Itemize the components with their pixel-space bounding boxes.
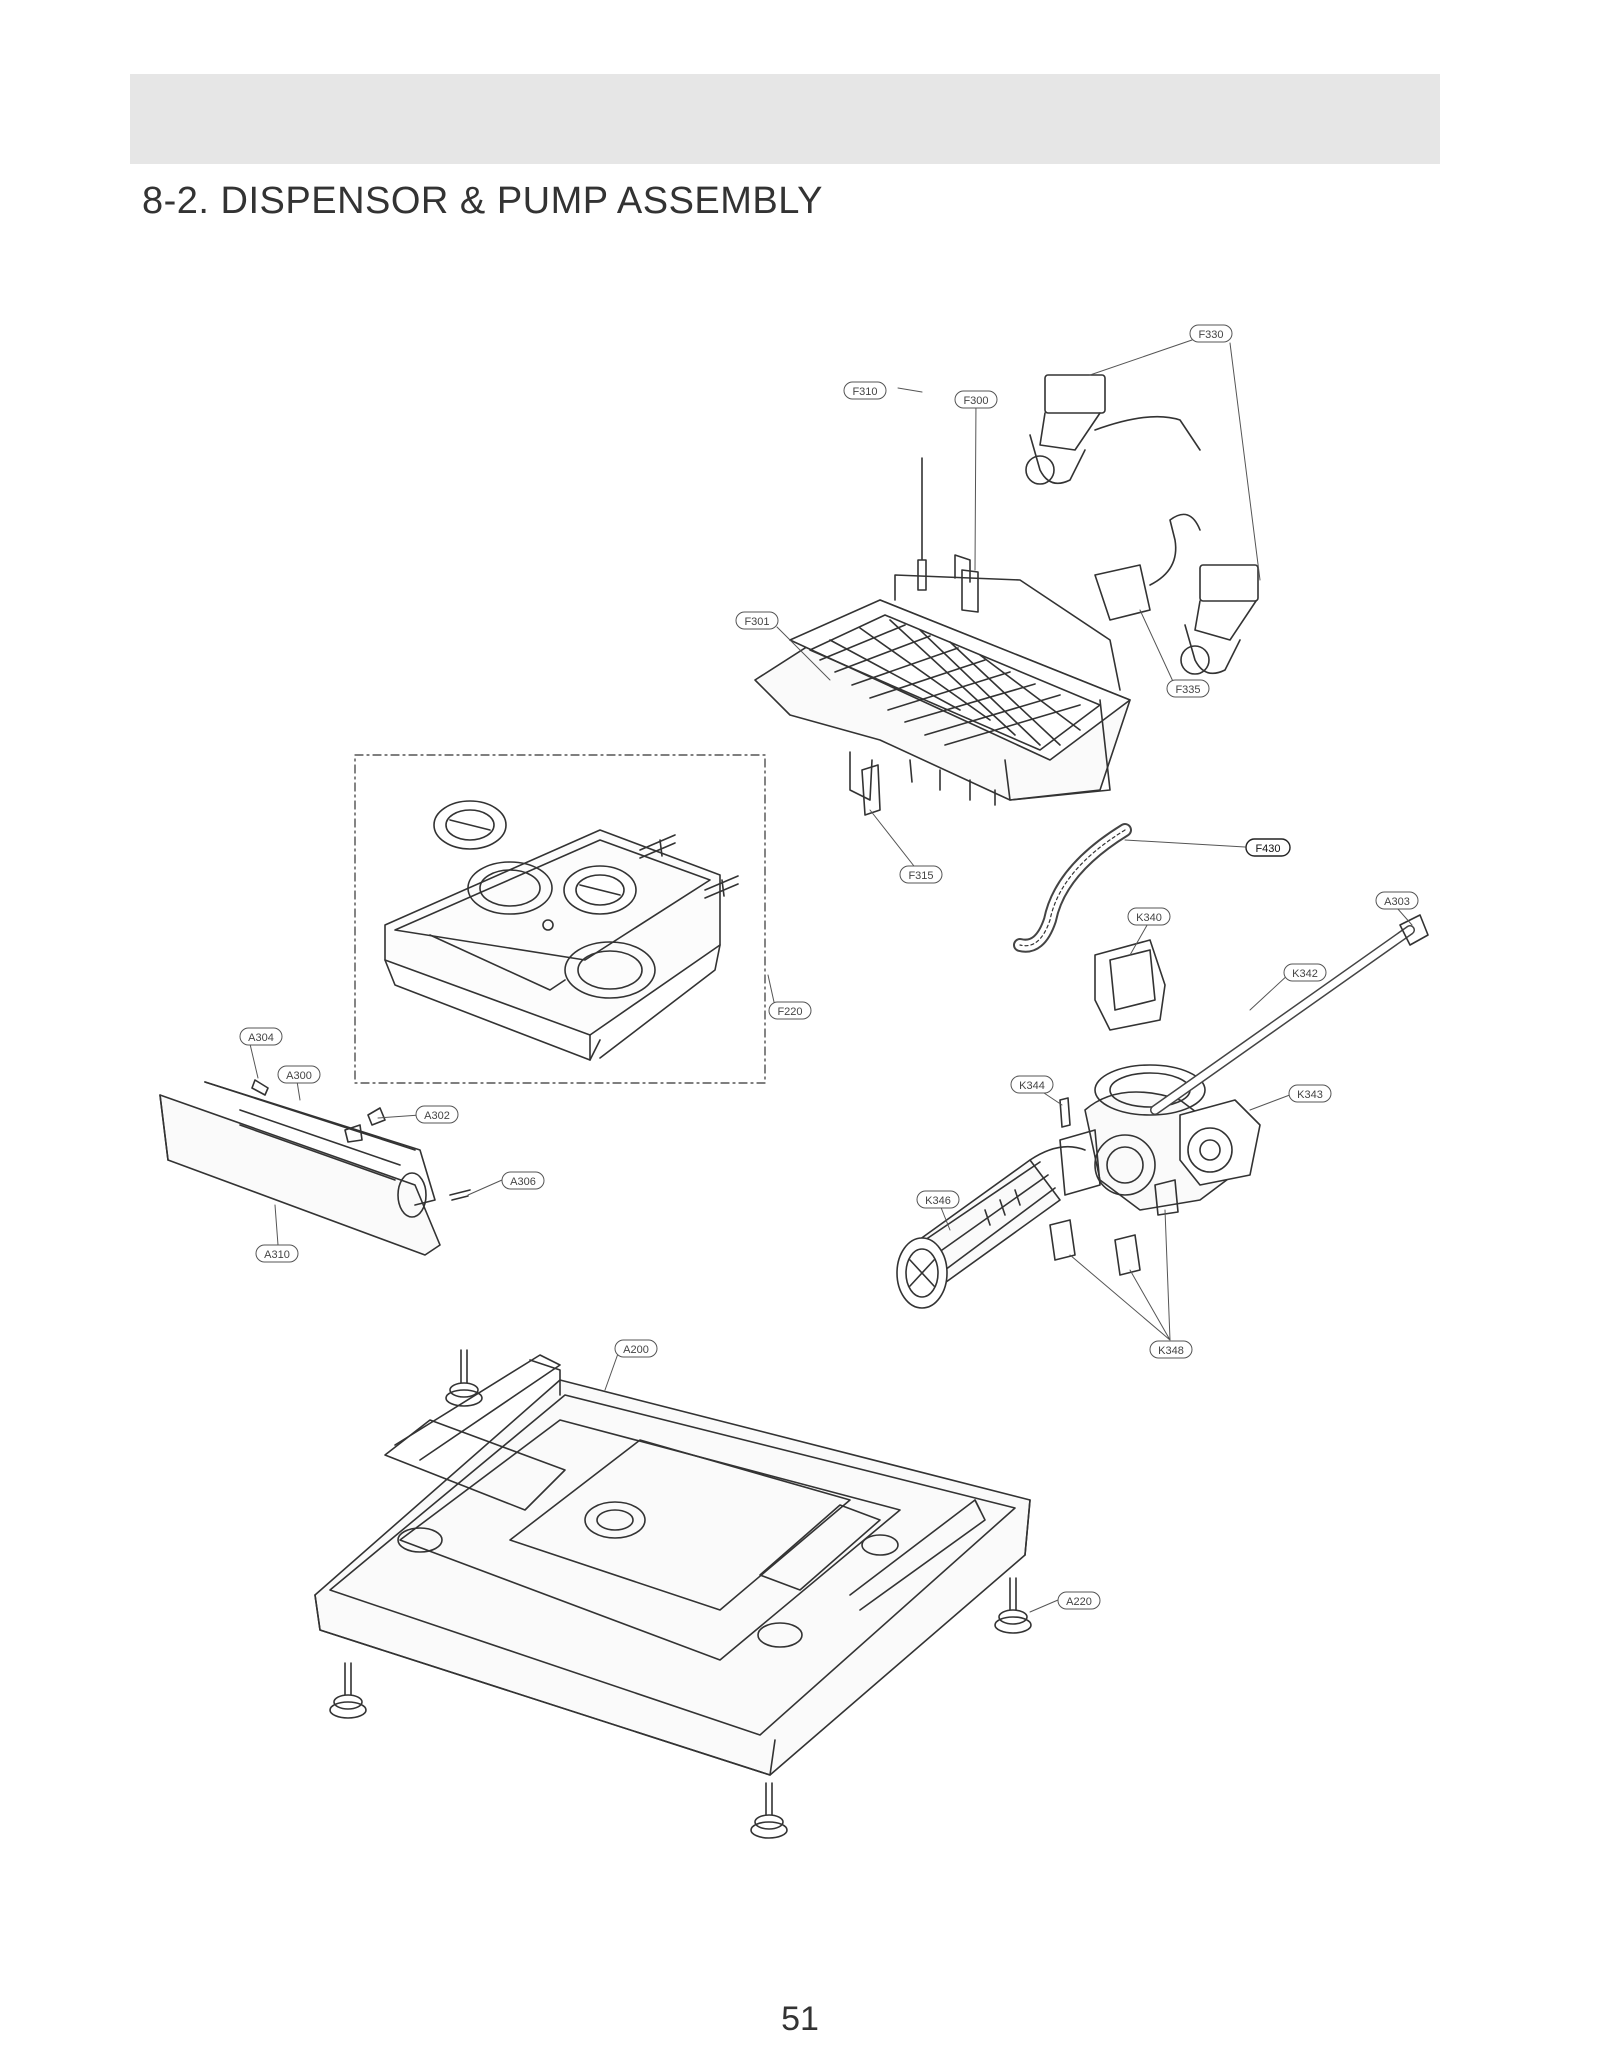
callout-f301: F301 bbox=[744, 616, 769, 628]
leveling-foot-bottom bbox=[750, 1782, 788, 1839]
callout-ovals bbox=[239, 324, 1419, 1610]
callout-k340: K340 bbox=[1136, 912, 1162, 924]
water-valve-center bbox=[1094, 513, 1201, 621]
drawer-front-panel bbox=[159, 1081, 441, 1256]
page-number: 51 bbox=[781, 2000, 819, 2038]
callout-f315: F315 bbox=[908, 870, 933, 882]
drawer-spring-left bbox=[639, 834, 676, 859]
callout-f300: F300 bbox=[963, 395, 988, 407]
dispenser-connector bbox=[961, 569, 979, 613]
drawer-clip-a304 bbox=[251, 1079, 269, 1096]
pump-foot-2 bbox=[1114, 1234, 1141, 1276]
water-valve-left bbox=[1025, 374, 1201, 485]
callout-k344: K344 bbox=[1019, 1080, 1045, 1092]
section-title: 8-2. DISPENSOR & PUMP ASSEMBLY bbox=[142, 180, 823, 222]
pump-motor-k343 bbox=[1179, 1099, 1261, 1186]
callout-f330: F330 bbox=[1198, 329, 1223, 341]
callout-a220: A220 bbox=[1066, 1596, 1092, 1608]
pressure-switch-k340 bbox=[1094, 939, 1166, 1031]
callout-f220: F220 bbox=[777, 1006, 802, 1018]
callout-a302: A302 bbox=[424, 1110, 450, 1122]
pressure-tube-k342 bbox=[1150, 914, 1429, 1115]
callout-a306: A306 bbox=[510, 1176, 536, 1188]
base-frame bbox=[314, 1354, 1031, 1776]
callout-a303: A303 bbox=[1384, 896, 1410, 908]
detergent-drawer bbox=[384, 829, 721, 1061]
corrugated-hose bbox=[1013, 823, 1132, 953]
callout-a304: A304 bbox=[248, 1032, 274, 1044]
pump-clip-k344 bbox=[1059, 1097, 1071, 1128]
leveling-foot-right bbox=[994, 1577, 1032, 1634]
drawer-assembly-boundary bbox=[354, 754, 766, 1084]
callout-k348: K348 bbox=[1158, 1345, 1184, 1357]
sensor-rod bbox=[917, 457, 927, 591]
callout-a310: A310 bbox=[264, 1249, 290, 1261]
leader-lines bbox=[249, 339, 1413, 1613]
callout-a200: A200 bbox=[623, 1344, 649, 1356]
pump-foot-1 bbox=[1049, 1219, 1076, 1261]
callout-k343: K343 bbox=[1297, 1089, 1323, 1101]
drawer-cap-middle bbox=[563, 865, 637, 915]
leveling-foot-left bbox=[329, 1662, 367, 1719]
callout-a300: A300 bbox=[286, 1070, 312, 1082]
callout-f335: F335 bbox=[1175, 684, 1200, 696]
drawer-cap-top bbox=[433, 800, 507, 850]
pump-foot-3 bbox=[1154, 1179, 1179, 1216]
water-valve-right bbox=[1180, 564, 1259, 675]
callout-f430: F430 bbox=[1255, 843, 1280, 855]
drawer-spring-right bbox=[704, 875, 739, 899]
level-sensor-part bbox=[861, 764, 881, 816]
leveling-foot-top bbox=[445, 1349, 483, 1407]
drawer-clip-a302 bbox=[344, 1107, 386, 1143]
header-bar bbox=[130, 74, 1440, 164]
dispenser-housing bbox=[754, 554, 1131, 806]
callout-f310: F310 bbox=[852, 386, 877, 398]
callout-k346: K346 bbox=[925, 1195, 951, 1207]
callout-k342: K342 bbox=[1292, 968, 1318, 980]
drawer-pin-a306 bbox=[449, 1189, 471, 1201]
drain-filter-k346 bbox=[896, 1145, 1086, 1309]
